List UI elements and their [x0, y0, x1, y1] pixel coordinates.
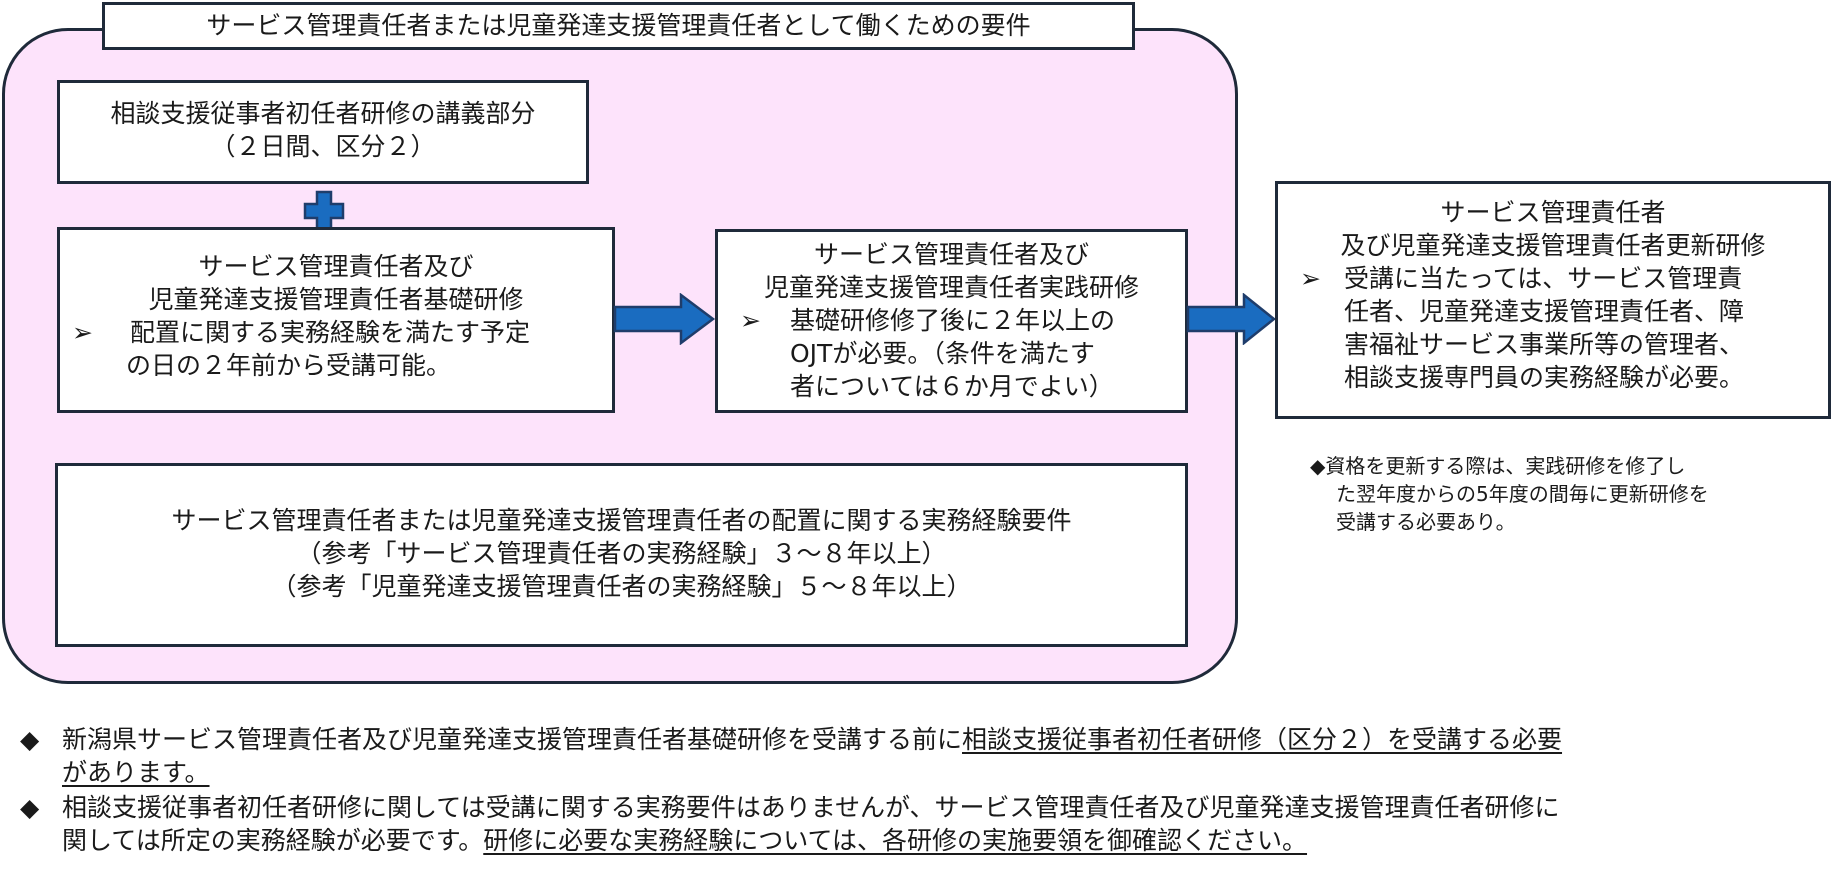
lecture-box: 相談支援従事者初任者研修の講義部分 （２日間、区分２） — [57, 80, 589, 184]
basic-bullet-line-2: の日の２年前から受講可能。 — [126, 351, 452, 380]
experience-line-1: サービス管理責任者または児童発達支援管理責任者の配置に関する実務経験要件 — [171, 506, 1072, 535]
experience-requirement-box: サービス管理責任者または児童発達支援管理責任者の配置に関する実務経験要件 （参考… — [55, 463, 1188, 647]
footnote-1-line-2: があります。 — [20, 756, 1820, 789]
footnote-2-plain: 相談支援従事者初任者研修に関しては受講に関する実務要件はありませんが、サービス管… — [62, 793, 1560, 822]
basic-line-2: 児童発達支援管理責任者基礎研修 — [148, 285, 524, 314]
footnote-2-line-2: 関しては所定の実務経験が必要です。研修に必要な実務経験については、各研修の実施要… — [20, 824, 1820, 857]
basic-line-1: サービス管理責任者及び — [198, 252, 474, 281]
update-training-box: サービス管理責任者 及び児童発達支援管理責任者更新研修 ➢ 受講に当たっては、サ… — [1275, 181, 1831, 419]
lecture-line-2: （２日間、区分２） — [210, 132, 436, 161]
practice-line-2: 児童発達支援管理責任者実践研修 — [763, 273, 1139, 302]
bullet-arrow-icon: ➢ — [1300, 264, 1321, 293]
diamond-icon: ◆ — [20, 725, 40, 754]
bullet-arrow-icon: ➢ — [72, 318, 93, 347]
footnote-2-line-1: ◆ 相談支援従事者初任者研修に関しては受講に関する実務要件はありませんが、サービス… — [20, 791, 1820, 824]
update-bullet-line-4: 相談支援専門員の実務経験が必要。 — [1344, 363, 1745, 392]
arrow-right-icon — [613, 293, 717, 345]
arrow-right-icon — [1186, 293, 1278, 345]
update-line-2: 及び児童発達支援管理責任者更新研修 — [1340, 231, 1766, 260]
plus-icon — [303, 190, 345, 232]
footnote-1-underlined: 相談支援従事者初任者研修（区分２）を受講する必要 — [962, 725, 1563, 754]
practice-line-1: サービス管理責任者及び — [813, 240, 1089, 269]
footnote-1-line-1: ◆ 新潟県サービス管理責任者及び児童発達支援管理責任者基礎研修を受講する前に相談支… — [20, 723, 1820, 756]
update-note: ◆資格を更新する際は、実践研修を修了し た翌年度からの5年度の間毎に更新研修を … — [1310, 452, 1810, 536]
diamond-icon: ◆ — [1310, 454, 1326, 478]
footnote-1: ◆ 新潟県サービス管理責任者及び児童発達支援管理責任者基礎研修を受講する前に相談支… — [20, 723, 1820, 789]
experience-line-3: （参考「児童発達支援管理責任者の実務経験」５～８年以上） — [271, 572, 972, 601]
panel-title: サービス管理責任者または児童発達支援管理責任者として働くための要件 — [102, 2, 1135, 50]
update-bullet-line-2: 任者、児童発達支援管理責任者、障 — [1344, 297, 1745, 326]
update-note-line-1: ◆資格を更新する際は、実践研修を修了し — [1310, 452, 1810, 480]
practice-bullet-line-2: OJTが必要。（条件を満たす — [790, 339, 1095, 368]
footnote-1-plain: 新潟県サービス管理責任者及び児童発達支援管理責任者基礎研修を受講する前に — [62, 725, 963, 754]
update-bullet-line-1: 受講に当たっては、サービス管理責 — [1344, 264, 1743, 293]
update-note-text-1: 資格を更新する際は、実践研修を修了し — [1325, 454, 1686, 478]
bullet-arrow-icon: ➢ — [740, 306, 761, 335]
update-note-text-2: た翌年度からの5年度の間毎に更新研修を — [1336, 482, 1709, 506]
footnote-2-plain-2: 関しては所定の実務経験が必要です。 — [62, 826, 484, 855]
lecture-line-1: 相談支援従事者初任者研修の講義部分 — [110, 99, 536, 128]
basic-bullet: ➢ 配置に関する実務経験を満たす予定 — [72, 316, 612, 349]
practice-bullet-line-3: 者については６か月でよい） — [790, 372, 1114, 401]
practice-bullet: ➢ 基礎研修修了後に２年以上の — [740, 304, 1185, 337]
experience-line-2: （参考「サービス管理責任者の実務経験」３～８年以上） — [296, 539, 947, 568]
practice-training-box: サービス管理責任者及び 児童発達支援管理責任者実践研修 ➢ 基礎研修修了後に２年… — [715, 229, 1188, 413]
basic-bullet-line-1: 配置に関する実務経験を満たす予定 — [130, 318, 531, 347]
practice-bullet-line-1: 基礎研修修了後に２年以上の — [790, 306, 1116, 335]
update-note-text-3: 受講する必要あり。 — [1336, 510, 1516, 534]
footnote-2: ◆ 相談支援従事者初任者研修に関しては受講に関する実務要件はありませんが、サービス… — [20, 791, 1820, 857]
update-line-1: サービス管理責任者 — [1440, 198, 1666, 227]
basic-training-box: サービス管理責任者及び 児童発達支援管理責任者基礎研修 ➢ 配置に関する実務経験… — [57, 227, 615, 413]
update-bullet: ➢ 受講に当たっては、サービス管理責 — [1300, 262, 1828, 295]
footnote-2-underlined: 研修に必要な実務経験については、各研修の実施要領を御確認ください。 — [483, 826, 1308, 855]
footnote-1-underlined-2: があります。 — [62, 758, 210, 787]
update-bullet-line-3: 害福祉サービス事業所等の管理者、 — [1344, 330, 1745, 359]
diamond-icon: ◆ — [20, 793, 40, 822]
